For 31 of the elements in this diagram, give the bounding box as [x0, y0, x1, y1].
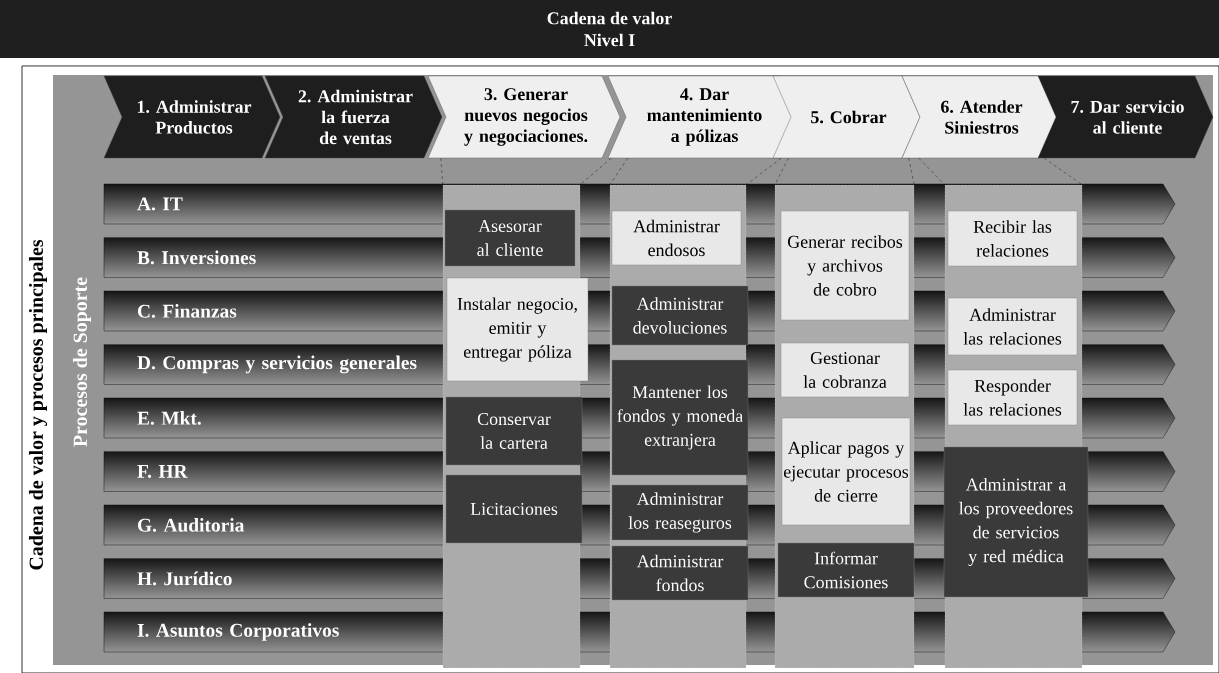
connector-line: [774, 158, 789, 185]
activity-box: Administrar los reaseguros: [611, 484, 749, 541]
process-step: 5. Cobrar: [772, 75, 921, 159]
title-band: Cadena de valor Nivel I: [0, 0, 1219, 58]
activity-box: Licitaciones: [445, 474, 583, 544]
activity-box: Administrar endosos: [611, 210, 742, 266]
connector-line: [440, 158, 443, 185]
process-step: 3. Generar nuevos negocios y negociaciones.: [427, 75, 621, 159]
activity-box: Generar recibos y archivos de cobro: [780, 210, 910, 321]
connector-line: [580, 158, 612, 185]
activity-box: Asesorar al cliente: [444, 209, 576, 267]
activity-box: Conservar la cartera: [445, 396, 583, 466]
process-step: 7. Dar servicio al cliente: [1037, 75, 1214, 159]
connector-line: [908, 158, 915, 185]
activity-box: Administrar fondos: [611, 545, 749, 601]
activity-box: Administrar devoluciones: [611, 285, 749, 346]
activity-box: Gestionar la cobranza: [780, 342, 910, 398]
activity-box: Instalar negocio, emitir y entregar póliza: [446, 277, 589, 382]
connector-line: [1044, 158, 1083, 185]
connector-line: [918, 158, 945, 185]
activity-box: Mantener los fondos y moneda extranjera: [611, 359, 749, 476]
activity-box: Administrar las relaciones: [947, 297, 1078, 356]
activity-box: Administrar a los proveedores de servicios y red médica: [943, 446, 1089, 598]
connector-line: [746, 158, 782, 185]
process-step: 6. Atender Siniestros: [901, 75, 1058, 159]
activity-box: Recibir las relaciones: [947, 210, 1078, 267]
activity-box: Aplicar pagos y ejecutar procesos de cierre: [781, 417, 911, 526]
activity-box: Responder las relaciones: [947, 369, 1078, 426]
connector-line: [609, 158, 628, 185]
process-step: 1. Administrar Productos: [103, 75, 281, 159]
activity-box: Informar Comisiones: [777, 542, 915, 598]
